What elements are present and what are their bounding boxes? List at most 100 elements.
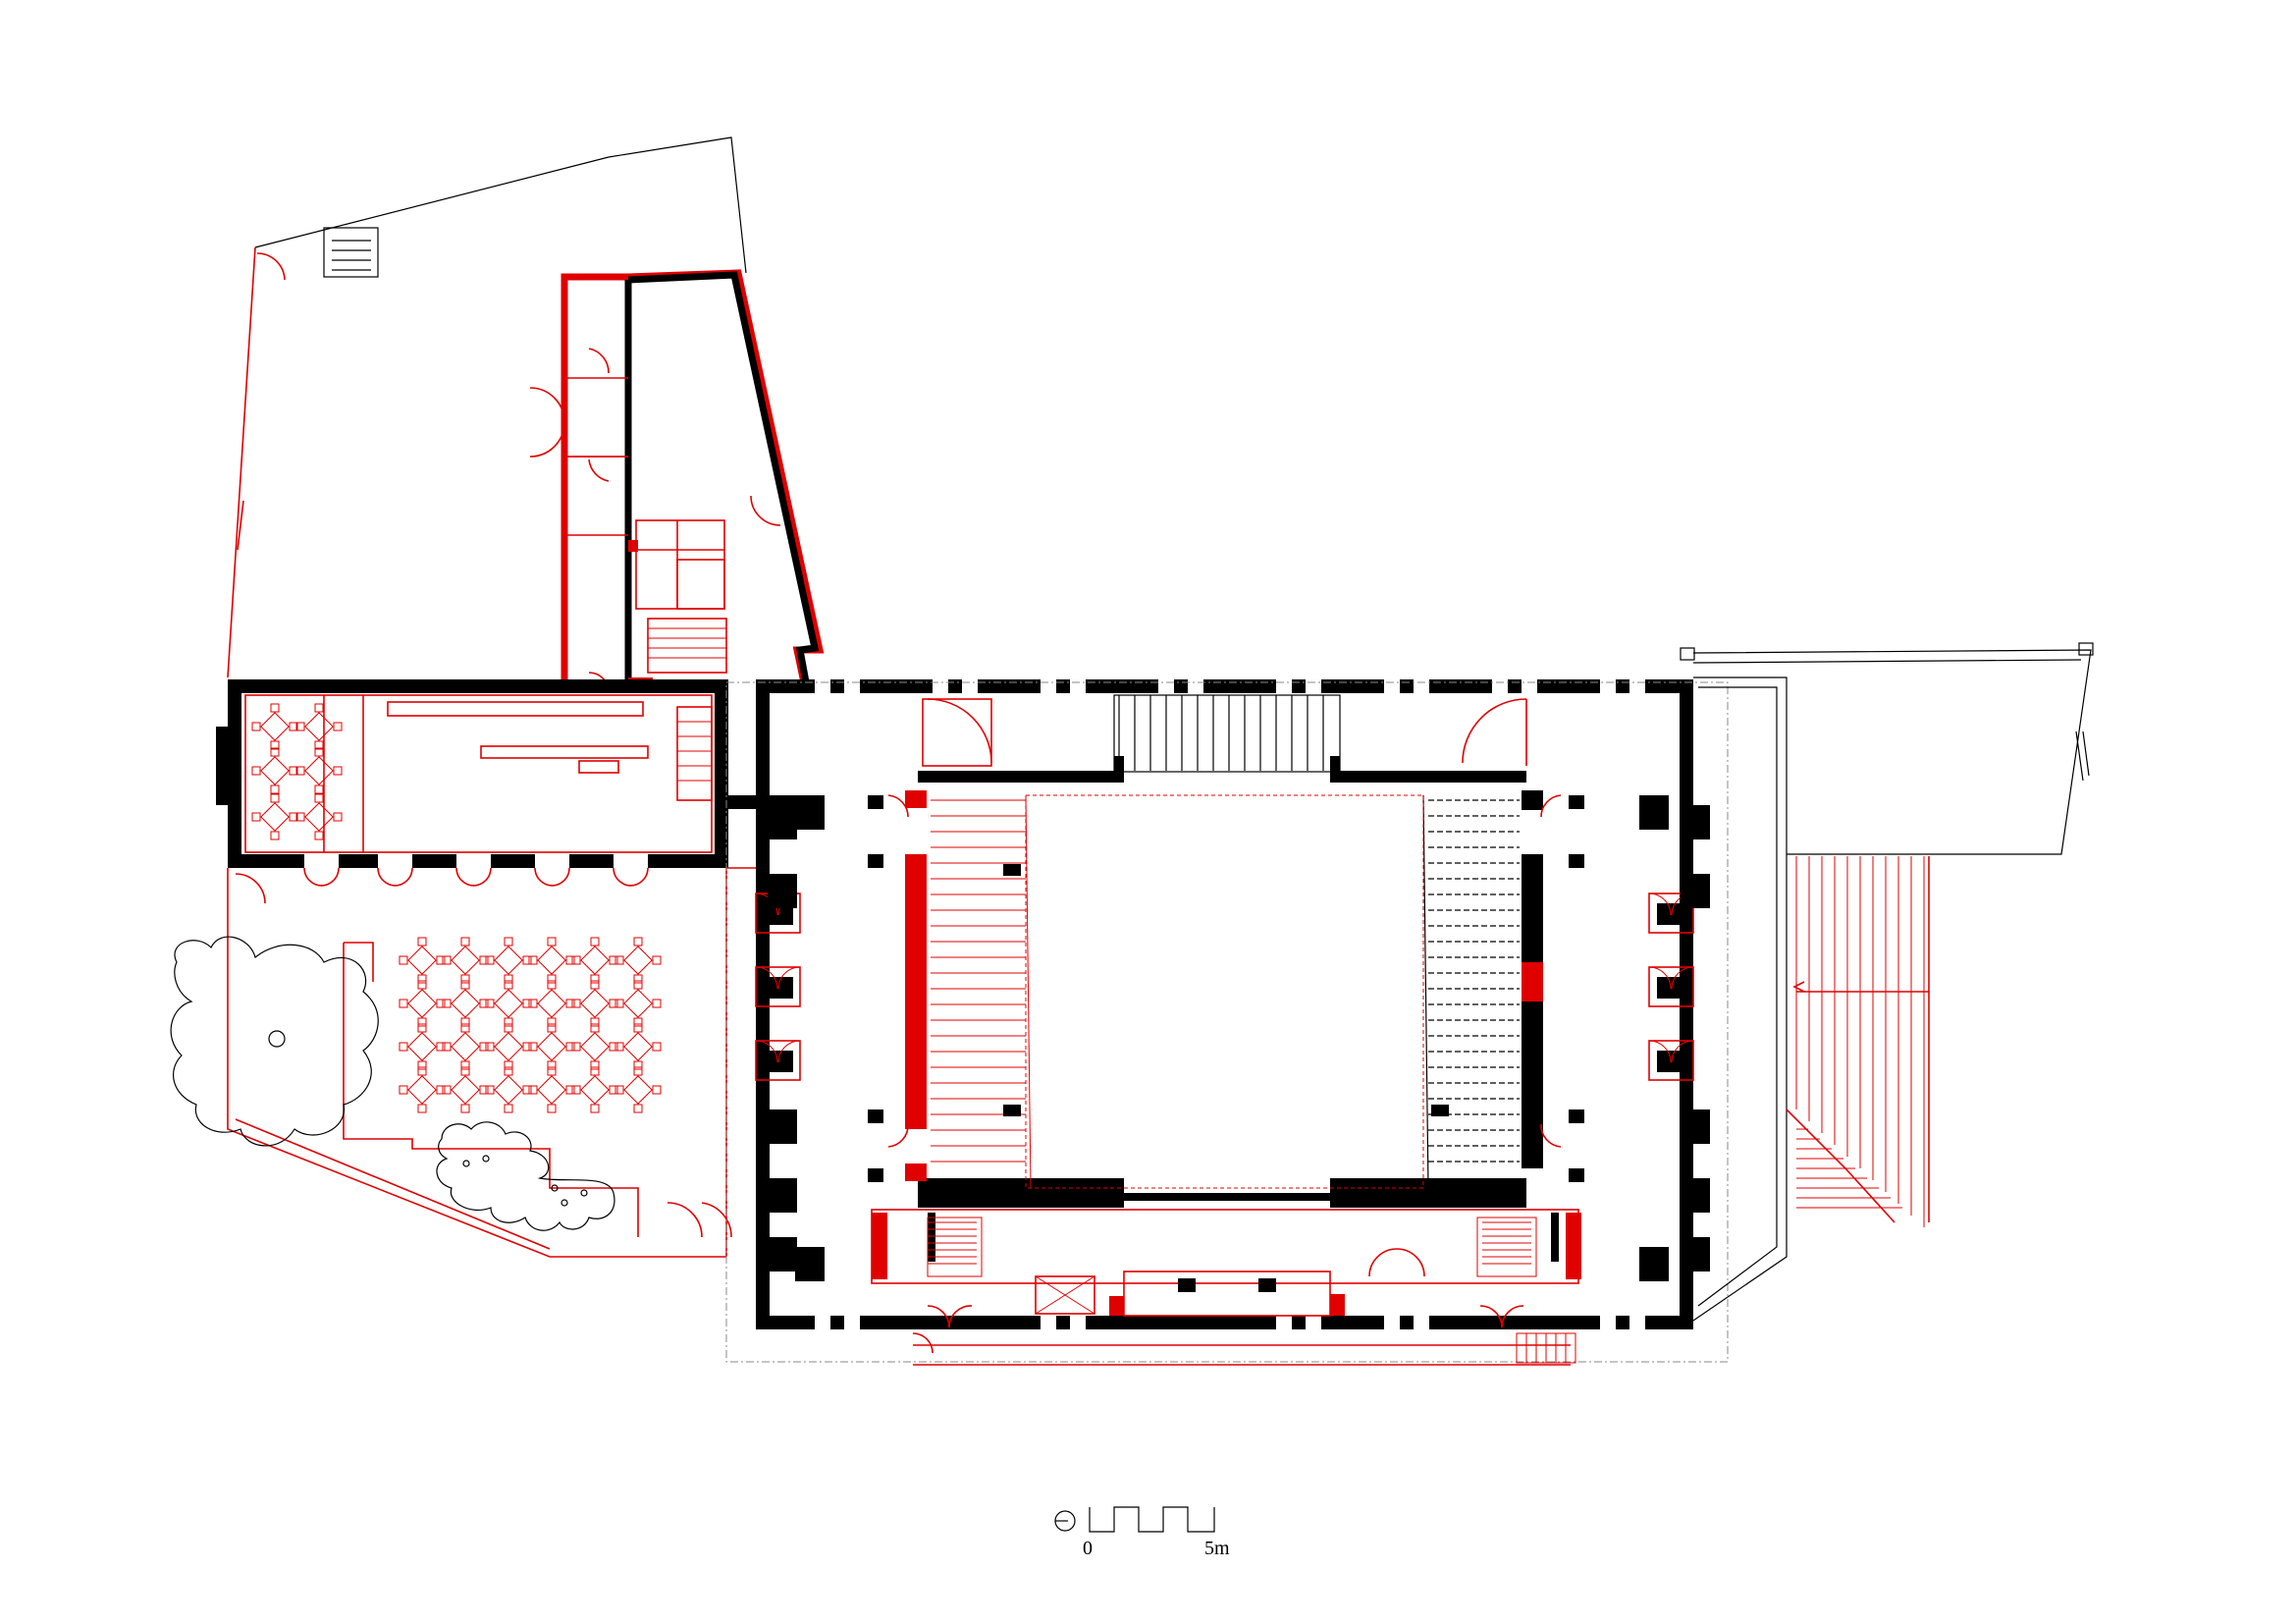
door-swing bbox=[777, 966, 801, 990]
chair bbox=[460, 937, 470, 947]
chair bbox=[590, 1060, 600, 1070]
table bbox=[623, 989, 653, 1018]
chair bbox=[270, 703, 280, 713]
table bbox=[260, 802, 290, 832]
chair bbox=[417, 980, 427, 990]
chair bbox=[547, 1060, 557, 1070]
chair bbox=[522, 999, 532, 1008]
chair bbox=[547, 974, 557, 984]
pier-column bbox=[1681, 1178, 1710, 1213]
door-swing bbox=[472, 867, 492, 887]
chair bbox=[590, 1023, 600, 1033]
chair bbox=[590, 980, 600, 990]
pier-door bbox=[1648, 893, 1694, 934]
stair-outline bbox=[927, 1217, 983, 1277]
chair bbox=[614, 1042, 624, 1052]
window-opening bbox=[1600, 677, 1616, 695]
pier-column bbox=[1681, 1237, 1710, 1271]
table bbox=[623, 1075, 653, 1105]
window-opening bbox=[1306, 677, 1321, 695]
chair bbox=[270, 831, 280, 840]
chair bbox=[571, 955, 581, 965]
chair bbox=[590, 974, 600, 984]
chair bbox=[571, 1042, 581, 1052]
chair bbox=[633, 1104, 643, 1113]
window-opening bbox=[1414, 677, 1429, 695]
chair bbox=[504, 1017, 513, 1027]
chair bbox=[504, 1023, 513, 1033]
chair bbox=[460, 1066, 470, 1076]
chair bbox=[479, 999, 489, 1008]
chair bbox=[565, 999, 575, 1008]
window-opening bbox=[1306, 1314, 1321, 1331]
chair bbox=[460, 1104, 470, 1113]
chair bbox=[547, 1023, 557, 1033]
scale-label-start: 0 bbox=[1083, 1538, 1093, 1559]
window-opening bbox=[815, 1314, 830, 1331]
chair bbox=[417, 1023, 427, 1033]
door-swing bbox=[320, 867, 340, 887]
pier-column bbox=[768, 1237, 797, 1271]
chair bbox=[485, 1085, 495, 1095]
window-opening bbox=[1276, 677, 1292, 695]
tribune-edge bbox=[1422, 794, 1429, 1189]
door-swing bbox=[777, 1040, 801, 1063]
chair bbox=[417, 937, 427, 947]
chair bbox=[460, 980, 470, 990]
table bbox=[407, 946, 437, 975]
table bbox=[537, 1075, 566, 1105]
chair bbox=[528, 1085, 538, 1095]
table bbox=[494, 989, 523, 1018]
chair bbox=[314, 740, 324, 750]
window-opening bbox=[1041, 677, 1056, 695]
chair bbox=[547, 1104, 557, 1113]
stair-outline bbox=[1476, 1217, 1537, 1277]
north-annex bbox=[227, 136, 825, 693]
window-opening bbox=[844, 677, 860, 695]
chair bbox=[295, 766, 305, 776]
chair bbox=[590, 937, 600, 947]
chair bbox=[633, 1066, 643, 1076]
chair bbox=[417, 974, 427, 984]
chair bbox=[614, 1085, 624, 1095]
chair bbox=[609, 999, 618, 1008]
table bbox=[580, 946, 610, 975]
chair bbox=[565, 1042, 575, 1052]
door-swing bbox=[1648, 966, 1672, 990]
chair bbox=[609, 955, 618, 965]
chair bbox=[289, 722, 298, 731]
table bbox=[537, 989, 566, 1018]
chair bbox=[614, 999, 624, 1008]
table bbox=[580, 1032, 610, 1061]
door-swing bbox=[1648, 893, 1672, 916]
chair bbox=[270, 747, 280, 757]
door-swing bbox=[1671, 1040, 1694, 1063]
chair bbox=[633, 937, 643, 947]
door-swing bbox=[551, 867, 570, 887]
chair bbox=[565, 955, 575, 965]
legend: 0 5m bbox=[1054, 1506, 1230, 1559]
chair bbox=[522, 1042, 532, 1052]
window-opening bbox=[1414, 1314, 1429, 1331]
chair bbox=[504, 937, 513, 947]
door-swing bbox=[755, 1040, 778, 1063]
chair bbox=[479, 1042, 489, 1052]
chair bbox=[399, 1042, 408, 1052]
table bbox=[407, 1032, 437, 1061]
chair bbox=[522, 955, 532, 965]
door-swing bbox=[377, 867, 397, 887]
chair bbox=[547, 980, 557, 990]
chair bbox=[314, 793, 324, 803]
chair bbox=[633, 980, 643, 990]
pier-column bbox=[768, 1109, 797, 1144]
chair bbox=[590, 1017, 600, 1027]
table bbox=[494, 946, 523, 975]
chair bbox=[436, 955, 446, 965]
door-swing bbox=[613, 867, 632, 887]
window-opening bbox=[1629, 677, 1645, 695]
table bbox=[304, 712, 334, 741]
table bbox=[580, 1075, 610, 1105]
chair bbox=[417, 1066, 427, 1076]
chair bbox=[417, 1017, 427, 1027]
chair bbox=[295, 722, 305, 731]
